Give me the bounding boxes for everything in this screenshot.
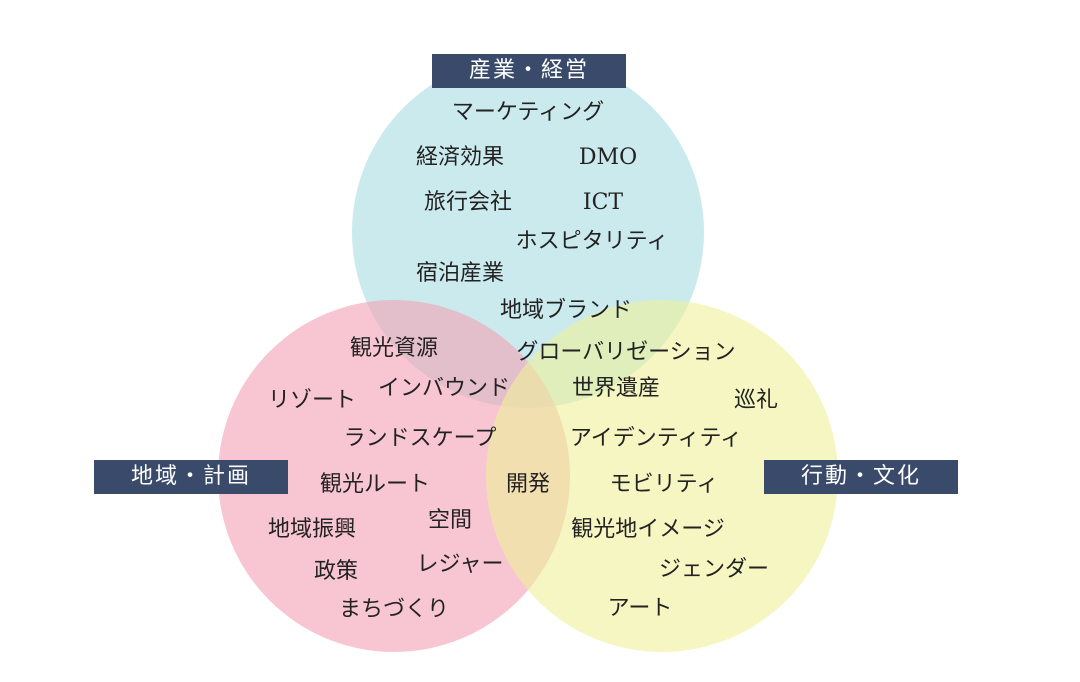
term-dmo: DMO bbox=[578, 145, 638, 170]
term-resort: リゾート bbox=[267, 388, 357, 413]
term-world-heritage: 世界遺産 bbox=[571, 376, 661, 401]
region-label: 地域・計画 bbox=[94, 460, 288, 494]
term-economic-effect: 経済効果 bbox=[415, 145, 505, 170]
term-policy: 政策 bbox=[313, 559, 359, 584]
term-space: 空間 bbox=[427, 508, 473, 533]
term-marketing: マーケティング bbox=[451, 100, 605, 125]
term-art: アート bbox=[607, 596, 673, 621]
term-tourism-route: 観光ルート bbox=[319, 472, 431, 497]
term-travel-agency: 旅行会社 bbox=[423, 190, 513, 215]
term-hospitality: ホスピタリティ bbox=[515, 229, 669, 254]
term-globalization: グローバリゼーション bbox=[516, 340, 736, 365]
term-town-planning: まちづくり bbox=[338, 597, 450, 622]
term-regional-brand: 地域ブランド bbox=[499, 298, 633, 323]
term-leisure: レジャー bbox=[416, 552, 504, 577]
term-identity: アイデンティティ bbox=[569, 426, 743, 451]
term-lodging-industry: 宿泊産業 bbox=[415, 261, 505, 286]
term-destination-image: 観光地イメージ bbox=[571, 517, 725, 542]
term-inbound: インバウンド bbox=[377, 376, 511, 401]
term-development: 開発 bbox=[505, 472, 551, 497]
industry-label: 産業・経営 bbox=[432, 54, 626, 88]
term-landscape: ランドスケープ bbox=[343, 426, 497, 451]
term-tourism-resources: 観光資源 bbox=[349, 336, 439, 361]
term-ict: ICT bbox=[582, 190, 624, 215]
term-mobility: モビリティ bbox=[609, 472, 719, 497]
term-regional-promotion: 地域振興 bbox=[267, 517, 357, 542]
term-pilgrimage: 巡礼 bbox=[733, 388, 779, 413]
culture-label: 行動・文化 bbox=[764, 460, 958, 494]
term-gender: ジェンダー bbox=[658, 557, 770, 582]
